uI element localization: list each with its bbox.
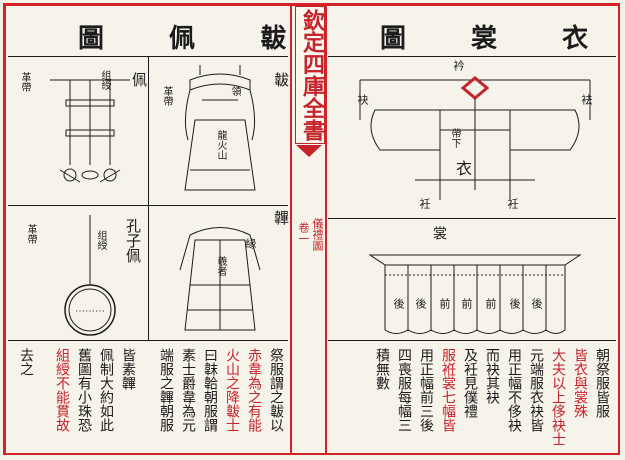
spine-volume: 卷一 [297, 222, 310, 244]
label-zhu-right: 衽 [506, 198, 519, 209]
label-gudai-2: 革帶 [161, 86, 172, 106]
text-column-9: 用正幅前三後 [418, 348, 434, 432]
label-bi: 韠 [272, 210, 290, 225]
text-column-2: 皆衣與裳殊 [572, 348, 588, 418]
divider-right-bottom [328, 340, 616, 341]
text-column-17: 端服之韠朝服 [158, 348, 174, 432]
label-qian-2: 前 [460, 298, 473, 309]
spine-line-right [325, 3, 327, 455]
yi-diagram [359, 76, 591, 200]
label-gudai-1: 革帶 [19, 72, 30, 92]
label-chang: 裳 [431, 226, 447, 240]
text-column-14: 火山之降韍士 [224, 348, 240, 432]
text-column-18: 皆素韠 [120, 348, 136, 390]
pei-diagram [50, 79, 130, 183]
text-column-16: 素士爵韋為元 [180, 348, 196, 432]
label-kongzi-pei: 孔子佩 [124, 218, 142, 263]
text-column-15: 曰韎韐朝服謂 [202, 348, 218, 432]
label-yi: 衣 [453, 160, 472, 176]
spine-fishtail-icon [296, 145, 322, 157]
spine-subtitle: 儀禮圖 [311, 218, 324, 251]
label-hou-2: 後 [414, 298, 427, 309]
text-column-21: 組綬不能貫故 [54, 348, 70, 432]
spine-line-left [290, 3, 292, 455]
text-column-6: 而袂其袂 [484, 348, 500, 404]
label-gudai-3: 革帶 [25, 224, 36, 244]
fu-diagram [184, 65, 256, 191]
label-sui: 緣 [244, 238, 257, 249]
text-column-13: 赤韋為之有能 [246, 348, 262, 432]
label-pei: 佩 [130, 72, 148, 87]
text-column-11: 積無數 [374, 348, 390, 390]
svg-text:⋯⋯⋯: ⋯⋯⋯ [75, 306, 105, 317]
frame-line-right [619, 5, 620, 454]
label-hou-4: 後 [530, 298, 543, 309]
text-column-1: 朝祭服皆服 [594, 348, 610, 418]
label-mei-right: 袪 [580, 94, 593, 105]
text-column-20: 舊圖有小珠恐 [76, 348, 92, 432]
text-column-8: 服袵裳七幅皆 [440, 348, 456, 432]
label-mei-left: 袂 [356, 94, 369, 105]
text-column-10: 四喪服每幅三 [396, 348, 412, 432]
left-section-title: 圖 佩 韍 [78, 24, 315, 54]
divider-left-vertical [148, 56, 149, 340]
right-section-title: 圖 裳 衣 [380, 24, 617, 54]
frame-line-bottom [5, 453, 620, 454]
label-zuzhu-2: 组綬 [95, 230, 106, 250]
text-column-5: 用正幅不侈袂 [506, 348, 522, 432]
bi-diagram [179, 227, 261, 331]
divider-right-title [328, 56, 616, 57]
label-hou-1: 後 [392, 298, 405, 309]
label-fu-text: 龍火山 [215, 130, 226, 160]
text-column-12: 祭服謂之韍以 [268, 348, 284, 432]
label-fu: 韍 [272, 72, 290, 87]
label-qian-3: 前 [484, 298, 497, 309]
text-column-4: 元端服衣袂皆 [528, 348, 544, 432]
chang-diagram [368, 254, 582, 334]
label-jin: 衿 [452, 60, 465, 71]
divider-right-mid [328, 218, 616, 219]
label-belt: 帶下 [449, 128, 460, 148]
label-zuzhu-1: 组綬 [99, 70, 110, 90]
label-jing: 領 [229, 86, 240, 96]
label-fu-text2: 羲者 [215, 256, 226, 276]
text-column-7: 及衽見僕禮 [462, 348, 478, 418]
spine-book-title: 欽定四庫全書 [295, 6, 325, 144]
label-zhu-left: 衽 [418, 198, 431, 209]
text-column-22: 去之 [18, 348, 34, 376]
label-qian-1: 前 [438, 298, 451, 309]
frame-line-left [5, 5, 6, 454]
divider-left-bottom [8, 340, 288, 341]
frame-line-top [5, 5, 620, 6]
text-column-19: 佩制大約如此 [98, 348, 114, 432]
text-column-3: 大夫以上侈袂士 [550, 348, 566, 446]
label-hou-3: 後 [508, 298, 521, 309]
kongzi-pei-diagram: ⋯⋯⋯ [64, 215, 116, 336]
